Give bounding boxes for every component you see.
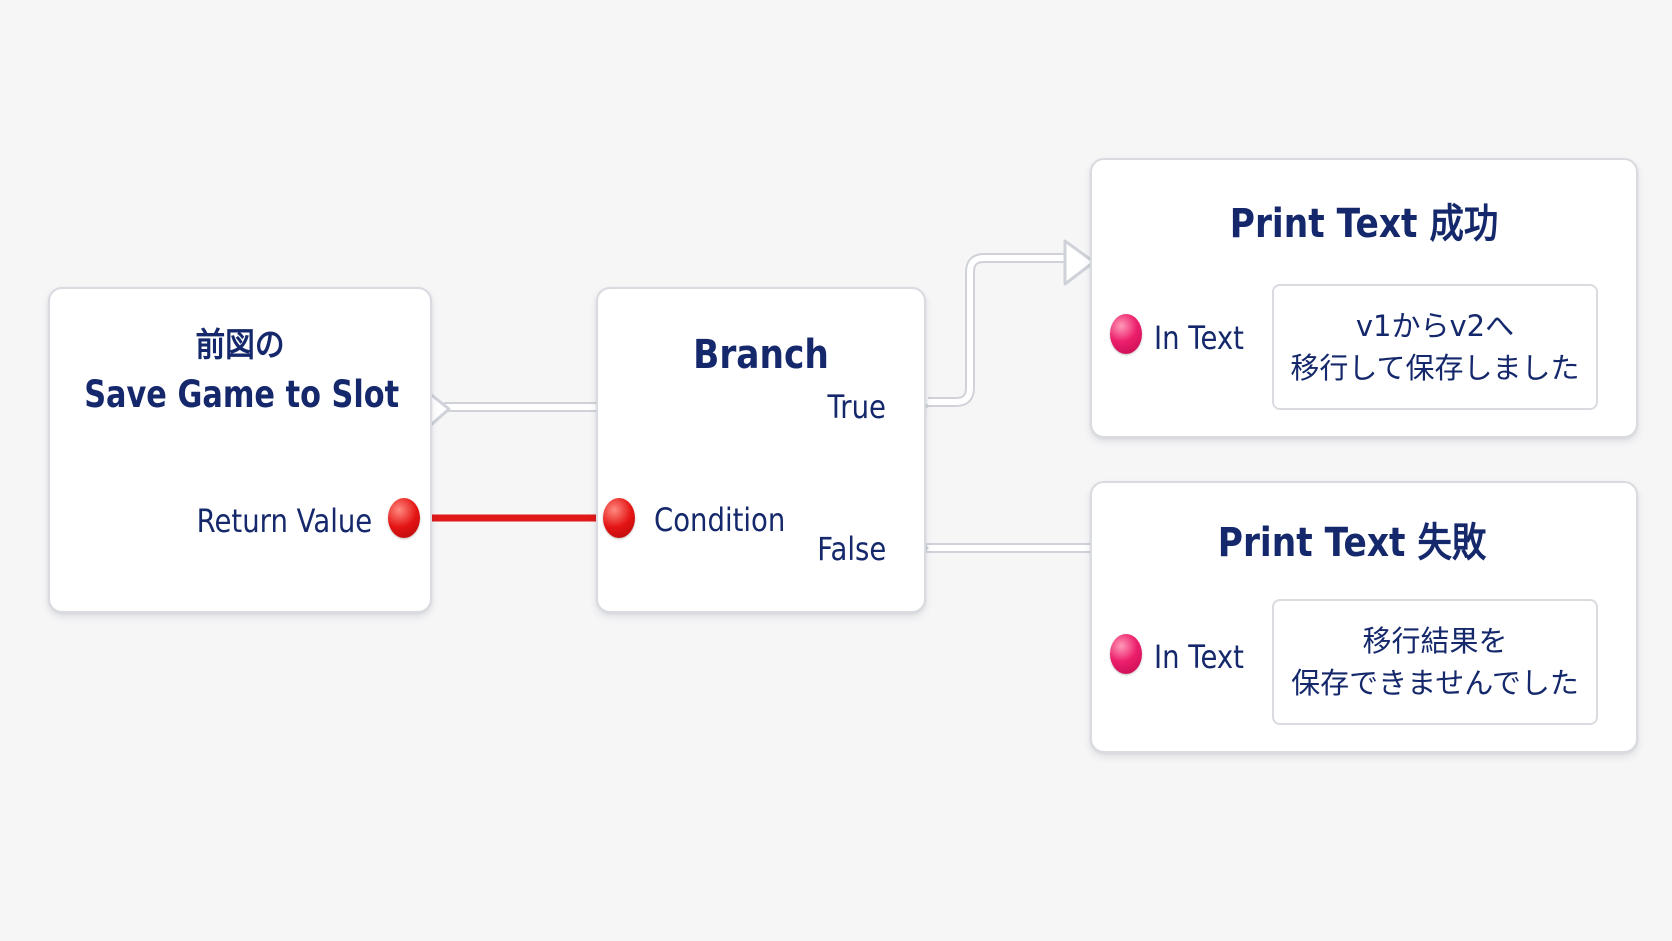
print-text-success-node[interactable]: Print Text 成功 In Text v1からv2へ 移行して保存しました <box>1090 158 1638 438</box>
print-failure-text-field[interactable]: 移行結果を 保存できませんでした <box>1272 599 1598 725</box>
condition-pin[interactable] <box>603 498 635 538</box>
print-failure-text-line1: 移行結果を <box>1362 624 1508 658</box>
exec-in-pin-print-success[interactable] <box>1063 239 1096 286</box>
print-success-text-field[interactable]: v1からv2へ 移行して保存しました <box>1272 284 1598 410</box>
print-failure-in-text-pin[interactable] <box>1110 634 1142 674</box>
print-success-title: Print Text 成功 <box>1229 201 1499 247</box>
condition-label: Condition <box>654 501 786 539</box>
print-success-in-text-label: In Text <box>1154 319 1244 357</box>
false-label: False <box>816 530 886 568</box>
print-success-text-line1: v1からv2へ <box>1355 309 1515 343</box>
save-game-title-line1: 前図の <box>195 325 285 364</box>
save-game-node[interactable]: 前図の Save Game to Slot Return Value <box>48 287 432 613</box>
print-failure-title: Print Text 失敗 <box>1217 520 1487 566</box>
branch-title: Branch <box>693 332 829 378</box>
print-failure-text-line2: 保存できませんでした <box>1291 666 1579 700</box>
print-success-text-line2: 移行して保存しました <box>1290 351 1580 385</box>
return-value-label: Return Value <box>196 502 372 540</box>
branch-node[interactable]: Branch True Condition False <box>596 287 926 613</box>
print-text-failure-node[interactable]: Print Text 失敗 In Text 移行結果を 保存できませんでした <box>1090 481 1638 753</box>
return-value-pin[interactable] <box>388 498 420 538</box>
save-game-title-line2: Save Game to Slot <box>84 373 400 416</box>
print-failure-in-text-label: In Text <box>1154 638 1244 676</box>
print-success-in-text-pin[interactable] <box>1110 314 1142 354</box>
true-label: True <box>827 388 886 426</box>
exec-wire-true-to-success <box>928 253 1064 407</box>
